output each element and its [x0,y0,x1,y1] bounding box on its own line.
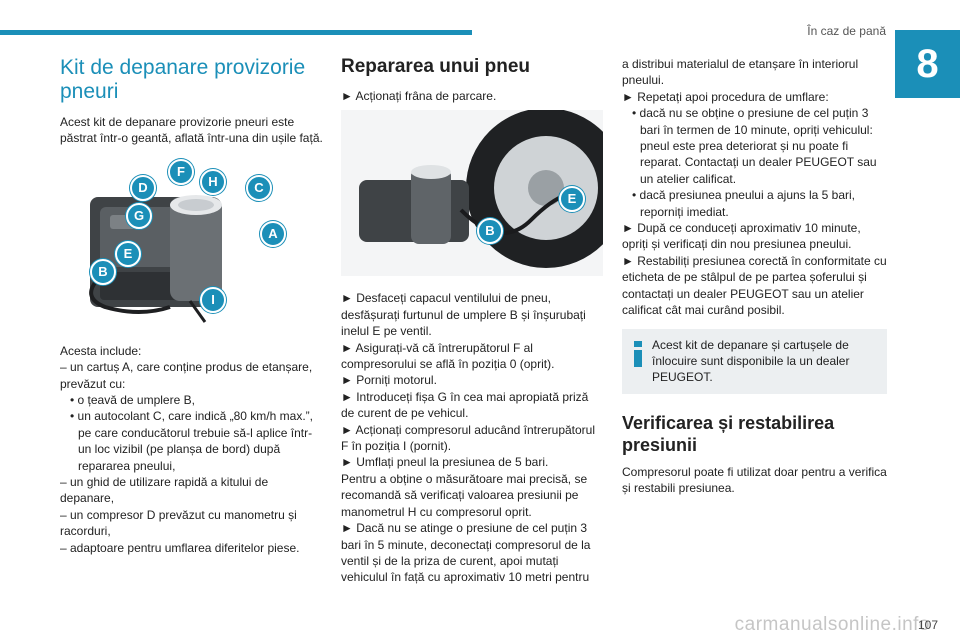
figure-label-E: E [559,186,585,213]
kit-illustration: D F H C G A E B I [60,156,286,333]
section-title: În caz de pană [807,24,886,38]
figure-label-I: I [200,286,226,313]
repair-note: Pentru a obține o măsurătoare mai precis… [341,471,588,519]
column-3: a distribui materialul de etanșare în in… [622,56,887,497]
repair-step: ► Acționați frâna de parcare. [341,89,497,103]
chapter-badge: 8 [895,30,960,98]
figure-label-H: H [200,168,226,195]
repair-title: Repararea unui pneu [341,56,530,77]
include-item: – un ghid de utilizare rapidă a kitului … [60,475,269,506]
top-accent-bar [0,30,472,35]
repair-step: ► Porniți motorul. [341,373,437,388]
include-subitem: • o țeavă de umplere B, [70,393,195,408]
kit-title: Kit de depanare provizorie pneuri [60,56,306,103]
repair-step: ► Dacă nu se atinge o presiune de cel pu… [341,521,591,585]
include-item: – un compresor D prevăzut cu manometru ș… [60,507,297,539]
repeat-subitem: • dacă nu se obține o presiune de cel pu… [632,106,877,186]
figure-label-G: G [126,202,152,229]
info-icon [634,340,642,367]
tyre-illustration: E B [341,108,626,277]
include-item: – adaptoare pentru umflarea diferitelor … [60,540,300,555]
include-subitem: • un autocolant C, care indică „80 km/h … [70,409,313,473]
figure-label-D: D [130,174,156,201]
pressure-section-text: Compresorul poate fi utilizat doar pentr… [622,464,887,496]
repair-step: ► Desfaceți capacul ventilului de pneu, … [341,291,586,339]
repeat-step: ► Repetați apoi procedura de umflare: [622,89,829,104]
repeat-step: ► După ce conduceți aproximativ 10 minut… [622,221,861,252]
info-note-text: Acest kit de depanare și cartușele de în… [652,337,850,385]
info-note-box: Acest kit de depanare și cartușele de în… [622,328,887,394]
pressure-section-title: Verificarea și restabilirea presiunii [622,412,835,455]
repeat-step: ► Restabiliți presiunea corectă în confo… [622,253,887,318]
figure-label-F: F [168,158,194,185]
repair-step: ► Umflați pneul la presiunea de 5 bari. [341,455,549,470]
repair-step: ► Asigurați-vă că întrerupătorul F al co… [341,340,555,372]
watermark: carmanualsonline.info [734,614,930,635]
page-number: 107 [917,618,938,632]
column-2: Repararea unui pneu ► Acționați frâna de… [341,56,626,586]
figure-label-B: B [90,258,116,285]
include-item: – un cartuș A, care conține produs de et… [60,360,313,391]
figure-label-E: E [115,240,141,267]
figure-label-C: C [246,174,272,201]
kit-intro: Acest kit de depanare provizorie pneuri … [60,115,323,146]
figure-label-B: B [477,218,503,245]
repeat-subitem: • dacă presiunea pneului a ajuns la 5 ba… [632,188,856,219]
column-1: Kit de depanare provizorie pneuri Acest … [60,56,325,556]
includes-heading: Acesta include: [60,343,142,358]
repair-step: ► Acționați compresorul aducând întrerup… [341,422,596,454]
continued-text: a distribui materialul de etanșare în in… [622,57,859,88]
repair-step: ► Introduceți fișa G în cea mai apropiat… [341,389,589,421]
figure-label-A: A [260,220,286,247]
